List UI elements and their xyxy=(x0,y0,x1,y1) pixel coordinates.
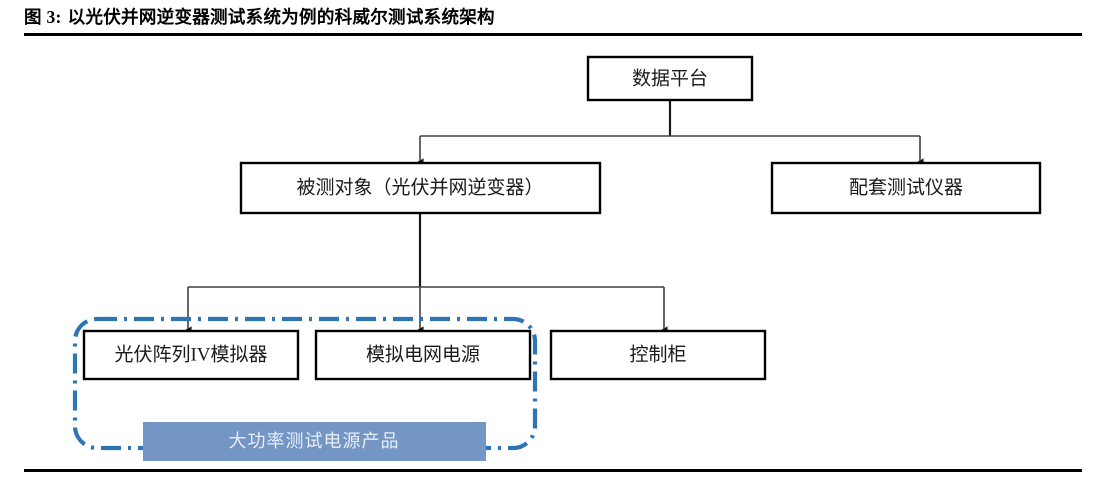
node-control-cabinet-box[interactable] xyxy=(549,329,767,381)
node-pv-array-iv-simulator-label: 光伏阵列IV模拟器 xyxy=(114,343,267,365)
figure-caption-label: 图 3: xyxy=(24,6,62,27)
node-grid-simulator-power[interactable]: 模拟电网电源 xyxy=(314,329,532,381)
high-power-product-banner-rect xyxy=(143,422,486,461)
node-data-platform-label: 数据平台 xyxy=(632,67,708,89)
high-power-product-banner: 大功率测试电源产品 xyxy=(143,422,486,461)
node-supporting-instruments-box[interactable] xyxy=(770,161,1042,215)
node-control-cabinet-label: 控制柜 xyxy=(629,343,686,365)
node-data-platform-box[interactable] xyxy=(586,55,754,102)
high-power-product-banner-label: 大功率测试电源产品 xyxy=(229,431,400,451)
node-supporting-instruments-label: 配套测试仪器 xyxy=(849,176,963,198)
node-control-cabinet[interactable]: 控制柜 xyxy=(549,329,767,381)
edge-platform-to-children xyxy=(415,100,924,168)
node-pv-array-iv-simulator[interactable]: 光伏阵列IV模拟器 xyxy=(82,329,300,381)
node-data-platform[interactable]: 数据平台 xyxy=(586,55,754,102)
system-architecture-diagram: 数据平台 被测对象（光伏并网逆变器） 配套测试仪器 光伏阵列IV模拟器 模拟电网… xyxy=(0,36,1105,468)
figure-caption: 图 3: 以光伏并网逆变器测试系统为例的科威尔测试系统架构 xyxy=(24,2,1084,30)
caption-top-rule xyxy=(24,33,1082,36)
node-device-under-test-box[interactable] xyxy=(239,161,602,215)
node-device-under-test[interactable]: 被测对象（光伏并网逆变器） xyxy=(239,161,602,215)
node-device-under-test-label: 被测对象（光伏并网逆变器） xyxy=(296,176,543,198)
node-supporting-instruments[interactable]: 配套测试仪器 xyxy=(770,161,1042,215)
figure-caption-text: 以光伏并网逆变器测试系统为例的科威尔测试系统架构 xyxy=(67,6,495,27)
edge-dut-to-children xyxy=(183,213,668,336)
node-grid-simulator-power-label: 模拟电网电源 xyxy=(366,343,480,365)
node-pv-array-iv-simulator-box[interactable] xyxy=(82,329,300,381)
figure-bottom-rule xyxy=(24,469,1082,472)
node-grid-simulator-power-box[interactable] xyxy=(314,329,532,381)
